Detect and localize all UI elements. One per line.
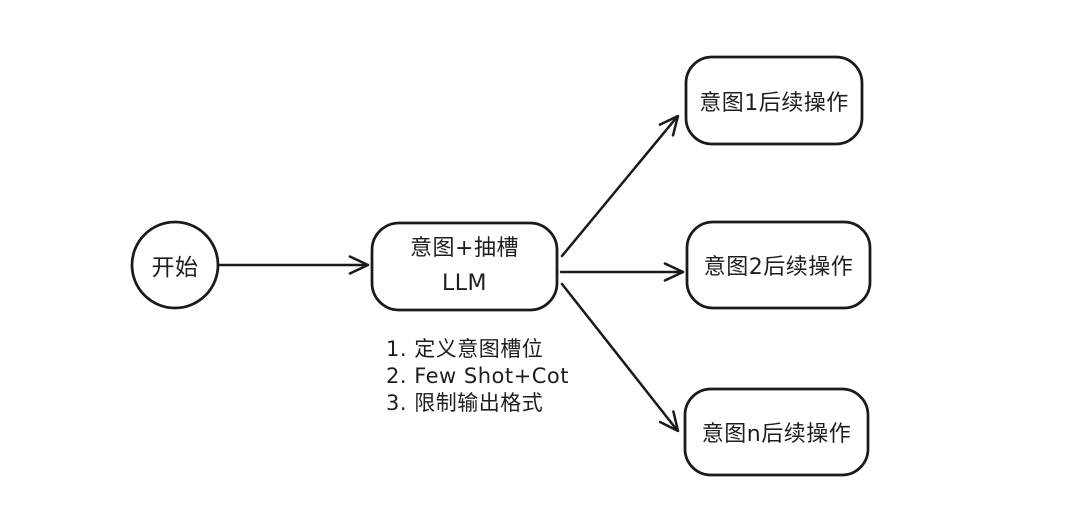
arrow-start-to-llm [218, 255, 370, 275]
outcome-1-label: 意图1后续操作 [699, 90, 849, 116]
llm-node-shape [370, 221, 559, 312]
outcome-2-label: 意图2后续操作 [703, 255, 854, 280]
llm-note-2: 2. Few Shot+Cot [386, 364, 569, 388]
outcome-n-label: 意图n后续操作 [701, 422, 852, 447]
start-node-label: 开始 [151, 255, 199, 281]
outcome-2-shape [685, 220, 872, 310]
arrow-llm-to-outcome-2 [559, 262, 685, 282]
start-node-shape [130, 220, 220, 310]
llm-notes-list: 1. 定义意图槽位 2. Few Shot+Cot 3. 限制输出格式 [386, 336, 569, 417]
outcome-1-shape [684, 55, 864, 146]
llm-node-label: 意图+抽槽 LLM [372, 223, 557, 310]
llm-note-3: 3. 限制输出格式 [386, 391, 544, 415]
llm-node-label-line2: LLM [442, 270, 487, 296]
llm-note-1: 1. 定义意图槽位 [386, 337, 544, 361]
outcome-n-shape [683, 387, 870, 477]
llm-node-label-line1: 意图+抽槽 [410, 236, 519, 262]
arrow-llm-to-outcome-1 [560, 114, 680, 258]
arrow-llm-to-outcome-n [560, 282, 680, 433]
